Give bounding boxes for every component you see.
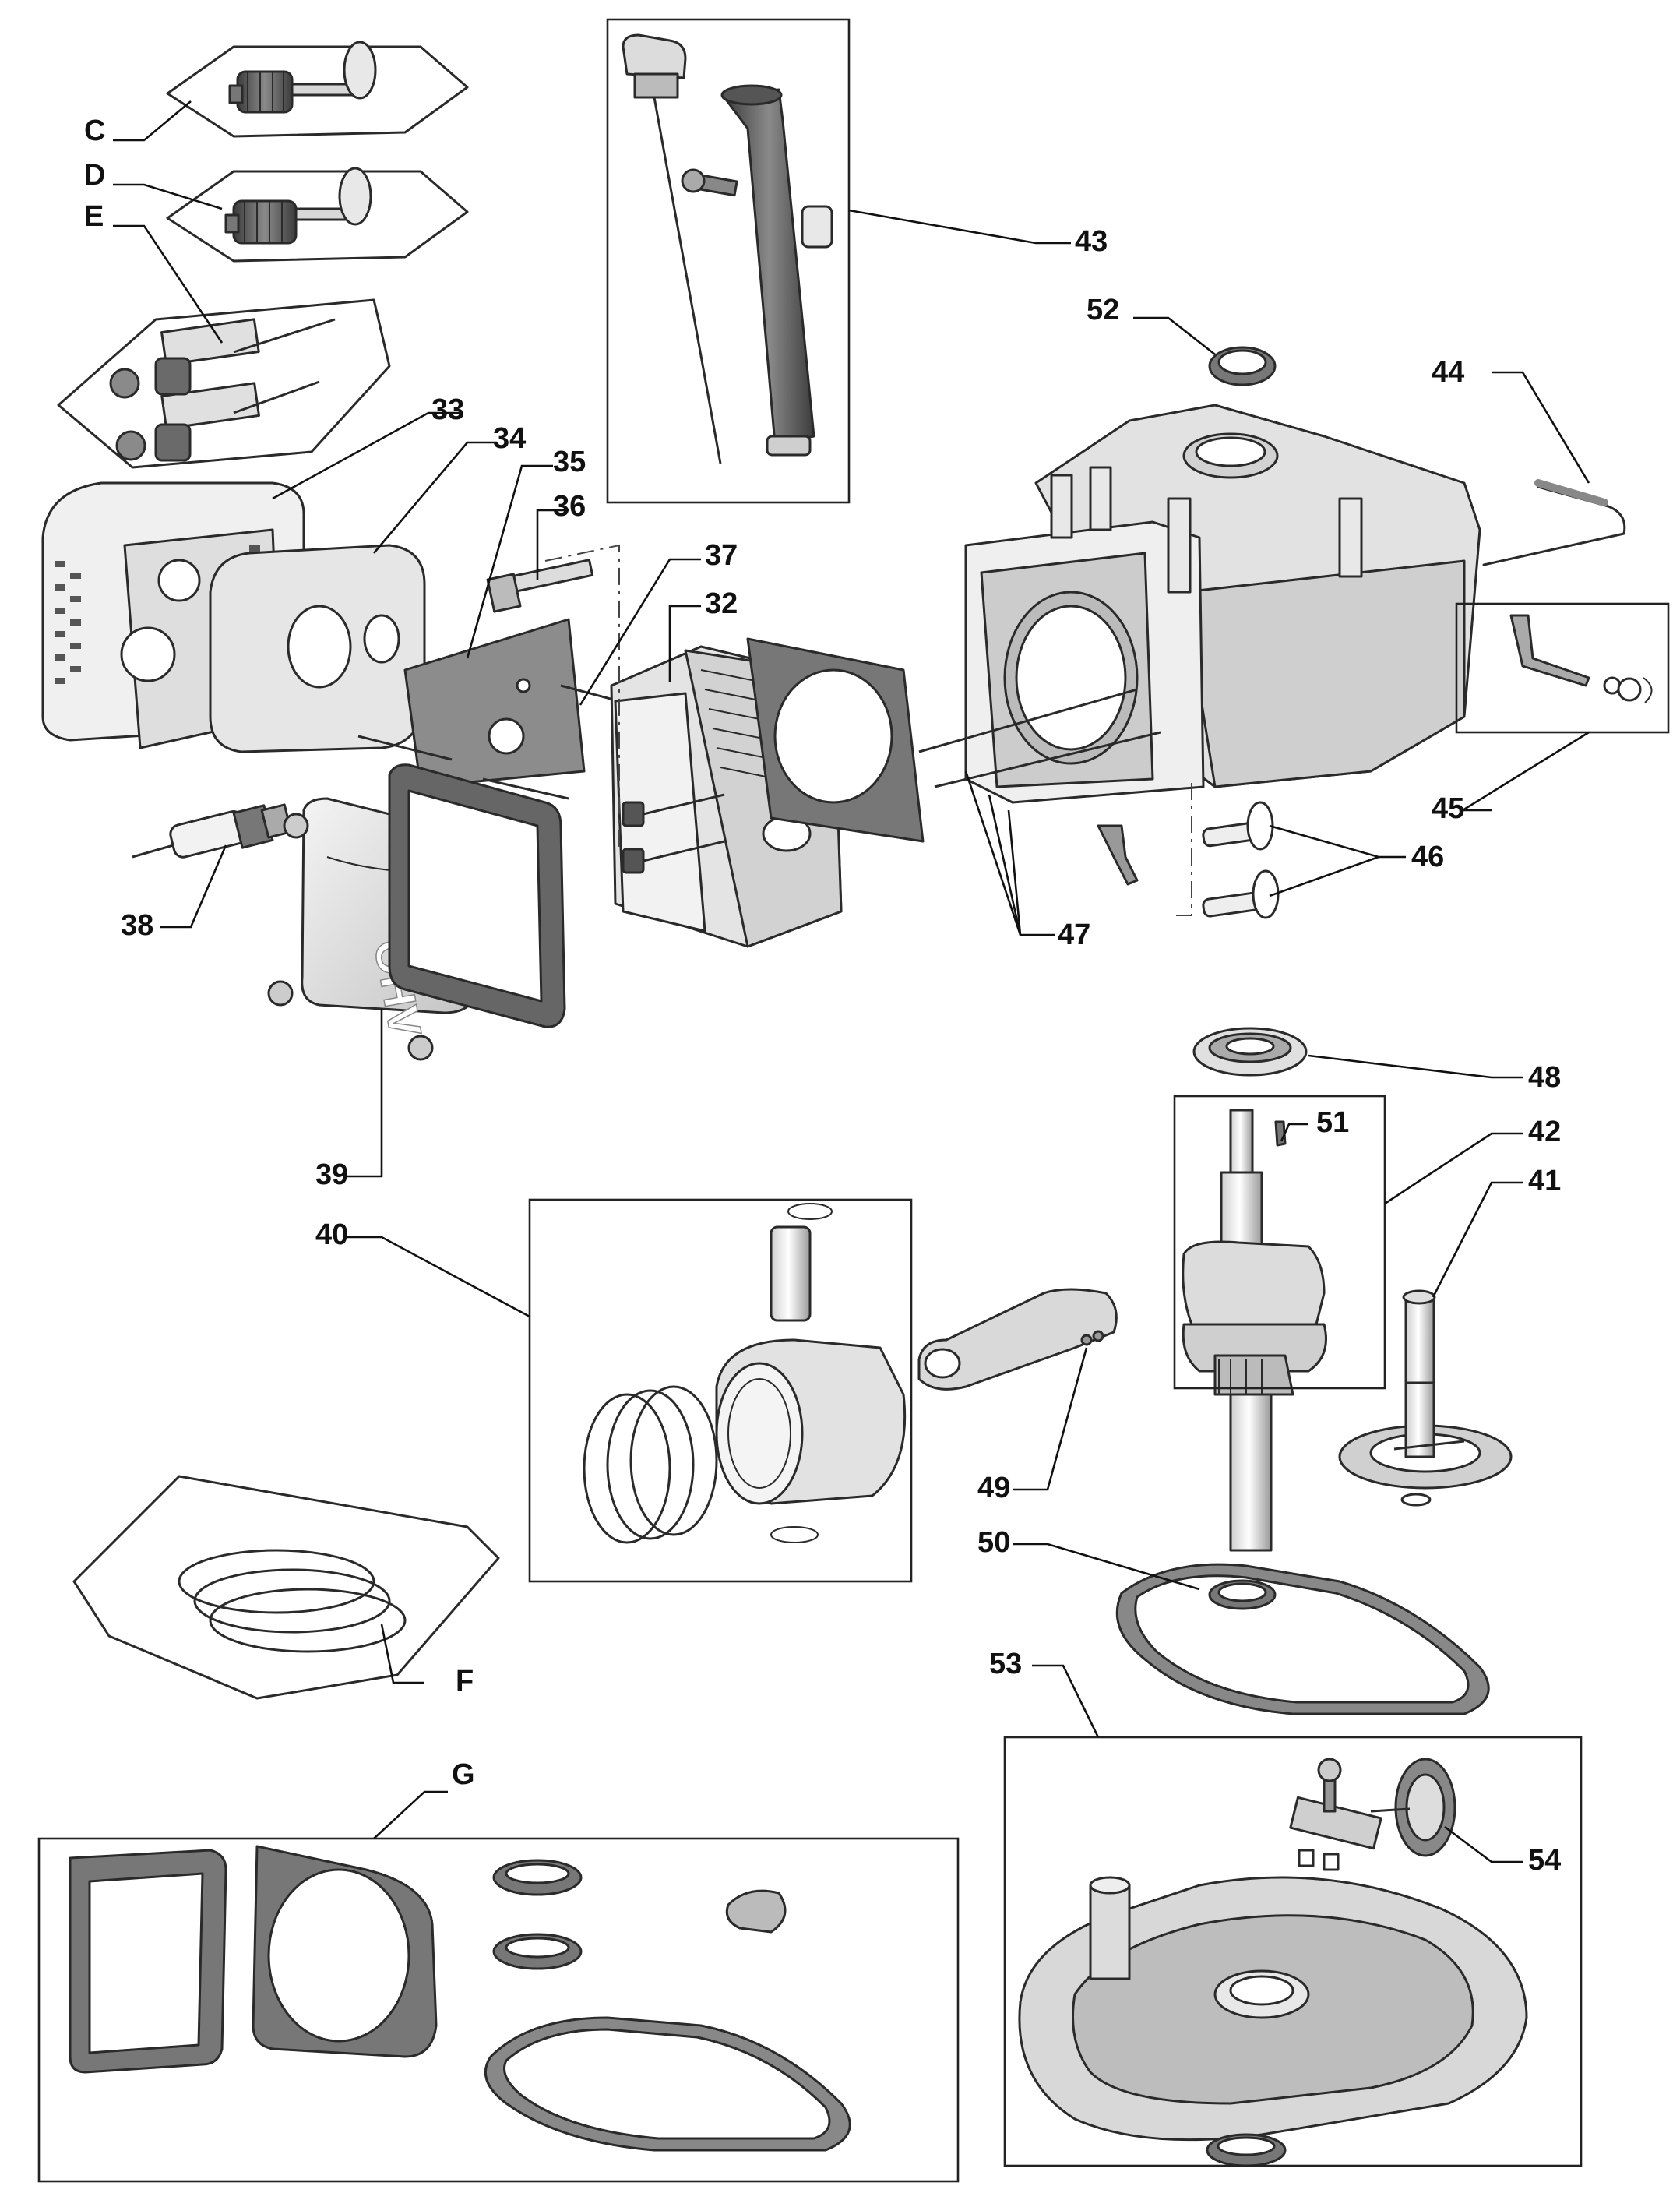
dipstick-kit-box [606, 18, 851, 504]
label-f: F [456, 1665, 474, 1698]
governor-lever-45-illustration [1509, 614, 1653, 703]
label-35: 35 [553, 446, 586, 478]
label-d: D [84, 159, 105, 192]
label-41: 41 [1528, 1165, 1561, 1197]
muffler-gasket-35-illustration [403, 618, 586, 788]
piston-40-illustration [583, 1203, 907, 1544]
crankshaft-42-illustration [1182, 1109, 1327, 1552]
crankcase-gasket-50-illustration [1115, 1563, 1490, 1715]
breather-tube-44-illustration [1482, 479, 1626, 566]
label-32: 32 [705, 587, 738, 620]
gasket-kit-g-illustration [69, 1845, 851, 2152]
crankcase-block-illustration [964, 404, 1481, 804]
valve-kit-d-illustration [166, 167, 469, 263]
dipstick-tube-43-illustration [622, 33, 833, 464]
head-gasket-illustration [746, 637, 925, 843]
bolt-36-illustration [486, 559, 594, 613]
valve-cover-gasket-illustration [388, 763, 566, 1028]
crankshaft-kit-box [1173, 1095, 1386, 1390]
spark-plug-38-illustration [132, 803, 293, 859]
label-54: 54 [1528, 1844, 1561, 1877]
rocker-kit-e-illustration [57, 298, 391, 469]
oil-seal-52-illustration [1208, 346, 1277, 386]
sump-cover-53-illustration [1018, 1876, 1528, 2167]
label-45: 45 [1432, 792, 1464, 825]
label-50: 50 [977, 1526, 1010, 1559]
label-44: 44 [1432, 356, 1464, 389]
tappets-46-illustration [1202, 801, 1280, 919]
valve-kit-c-illustration [166, 41, 469, 138]
label-53: 53 [989, 1648, 1022, 1680]
push-rods-47-illustration [918, 688, 1161, 886]
governor-lever-kit-box [1455, 602, 1670, 734]
label-37: 37 [705, 539, 738, 572]
label-42: 42 [1528, 1116, 1561, 1148]
leader-lines [113, 100, 1590, 1863]
alignment-line-36 [544, 544, 620, 849]
label-g: G [452, 1758, 475, 1791]
governor-54-illustration [1289, 1758, 1456, 1871]
connecting-rod-49-illustration [917, 1288, 1118, 1391]
label-34: 34 [493, 422, 526, 455]
label-49: 49 [977, 1472, 1010, 1504]
label-48: 48 [1528, 1061, 1561, 1094]
label-c: C [84, 115, 105, 147]
sump-cover-kit-box [1003, 1736, 1583, 2167]
label-40: 40 [315, 1218, 348, 1251]
muffler-34-illustration [209, 544, 426, 753]
label-43: 43 [1075, 225, 1108, 258]
label-46: 46 [1411, 841, 1444, 873]
label-36: 36 [553, 490, 586, 523]
camshaft-41-illustration [1338, 1289, 1513, 1507]
bearing-48-illustration [1192, 1027, 1308, 1077]
label-e: E [84, 200, 104, 233]
gasket-kit-box [37, 1837, 960, 2183]
label-38: 38 [121, 909, 153, 942]
label-39: 39 [315, 1158, 348, 1191]
label-52: 52 [1087, 294, 1119, 326]
ring-set-f-illustration [72, 1475, 500, 1700]
alignment-line-46 [1176, 783, 1192, 916]
piston-kit-box [528, 1198, 913, 1583]
label-33: 33 [431, 393, 464, 426]
label-51: 51 [1316, 1106, 1349, 1139]
label-47: 47 [1058, 918, 1090, 951]
